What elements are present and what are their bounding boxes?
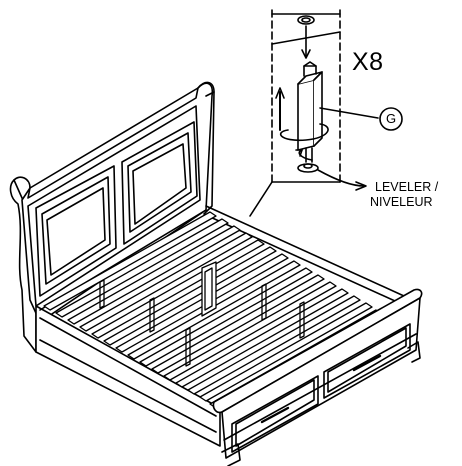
leveler-label-en: LEVELER / — [375, 180, 439, 194]
headboard — [9, 81, 215, 353]
mounting-hole — [297, 15, 315, 25]
quantity-label: X8 — [352, 48, 384, 76]
part-letter-circle — [379, 107, 403, 131]
drawer-left — [231, 375, 319, 453]
headboard-panel-right — [121, 121, 198, 245]
rotation-arrow-icon — [275, 87, 329, 161]
leveler-part — [297, 61, 323, 173]
leveler-label-fr: NIVELEUR — [370, 195, 433, 209]
drawer-right — [323, 323, 411, 399]
headboard-panel-left — [35, 165, 117, 297]
leveler-detail-callout — [249, 9, 403, 217]
footboard — [212, 288, 423, 466]
center-support — [99, 261, 305, 367]
part-letter-label: G — [385, 111, 397, 126]
